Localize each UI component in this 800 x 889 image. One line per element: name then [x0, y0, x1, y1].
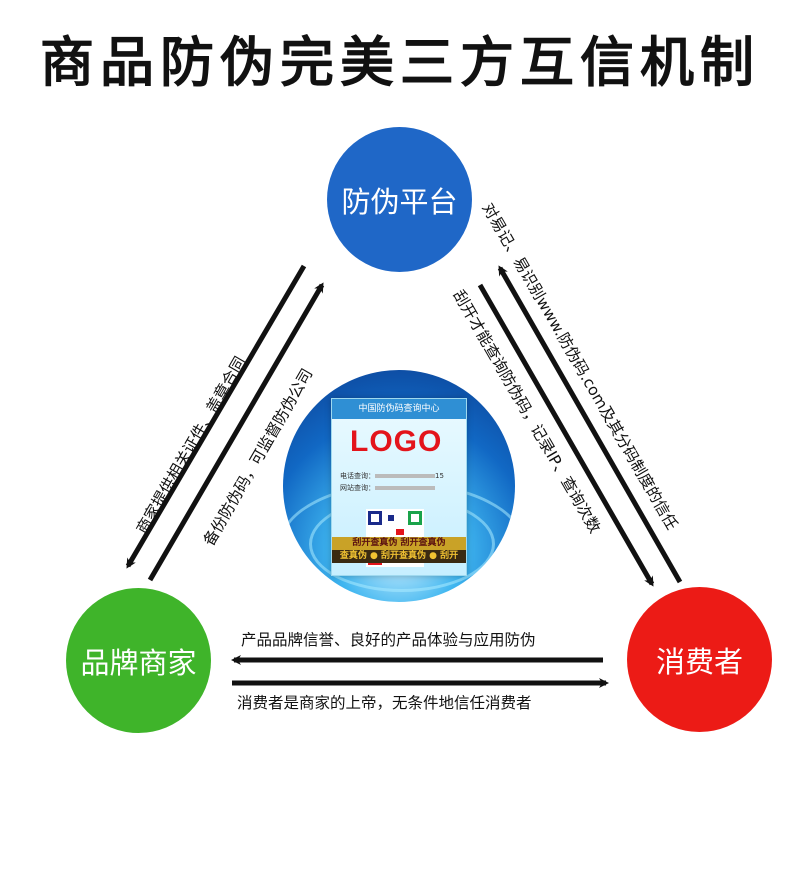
edge-label-brand-consumer-2: 消费者是商家的上帝，无条件地信任消费者	[237, 694, 532, 712]
edge-label-brand-consumer-1: 产品品牌信誉、良好的产品体验与应用防伪	[241, 631, 536, 649]
arrow-consumer-to-platform	[497, 265, 683, 584]
page-title: 商品防伪完美三方互信机制	[40, 31, 760, 94]
node-anti-counterfeit-platform: 防伪平台	[327, 127, 472, 272]
label-phone-line: 电话查询：15	[340, 472, 444, 480]
node-brand-merchant: 品牌商家	[66, 588, 211, 733]
label-strip-1: 刮开查真伪 刮开查真伪	[332, 537, 466, 550]
label-strip-2: 查真伪 ● 刮开查真伪 ● 刮开	[332, 550, 466, 563]
arrow-platform-to-brand	[125, 264, 307, 569]
label-web-line: 网站查询：	[340, 483, 435, 493]
anti-counterfeit-label: 中国防伪码查询中心 LOGO 电话查询：15 网站查询： 刮开查真伪 刮开查真伪…	[331, 398, 467, 576]
label-header: 中国防伪码查询中心	[332, 399, 466, 419]
label-logo: LOGO	[350, 425, 443, 458]
center-illustration: 中国防伪码查询中心 LOGO 电话查询：15 网站查询： 刮开查真伪 刮开查真伪…	[283, 370, 515, 602]
node-consumer: 消费者	[627, 587, 772, 732]
arrow-brand-to-platform	[147, 282, 325, 582]
arrow-platform-to-consumer	[477, 283, 655, 587]
